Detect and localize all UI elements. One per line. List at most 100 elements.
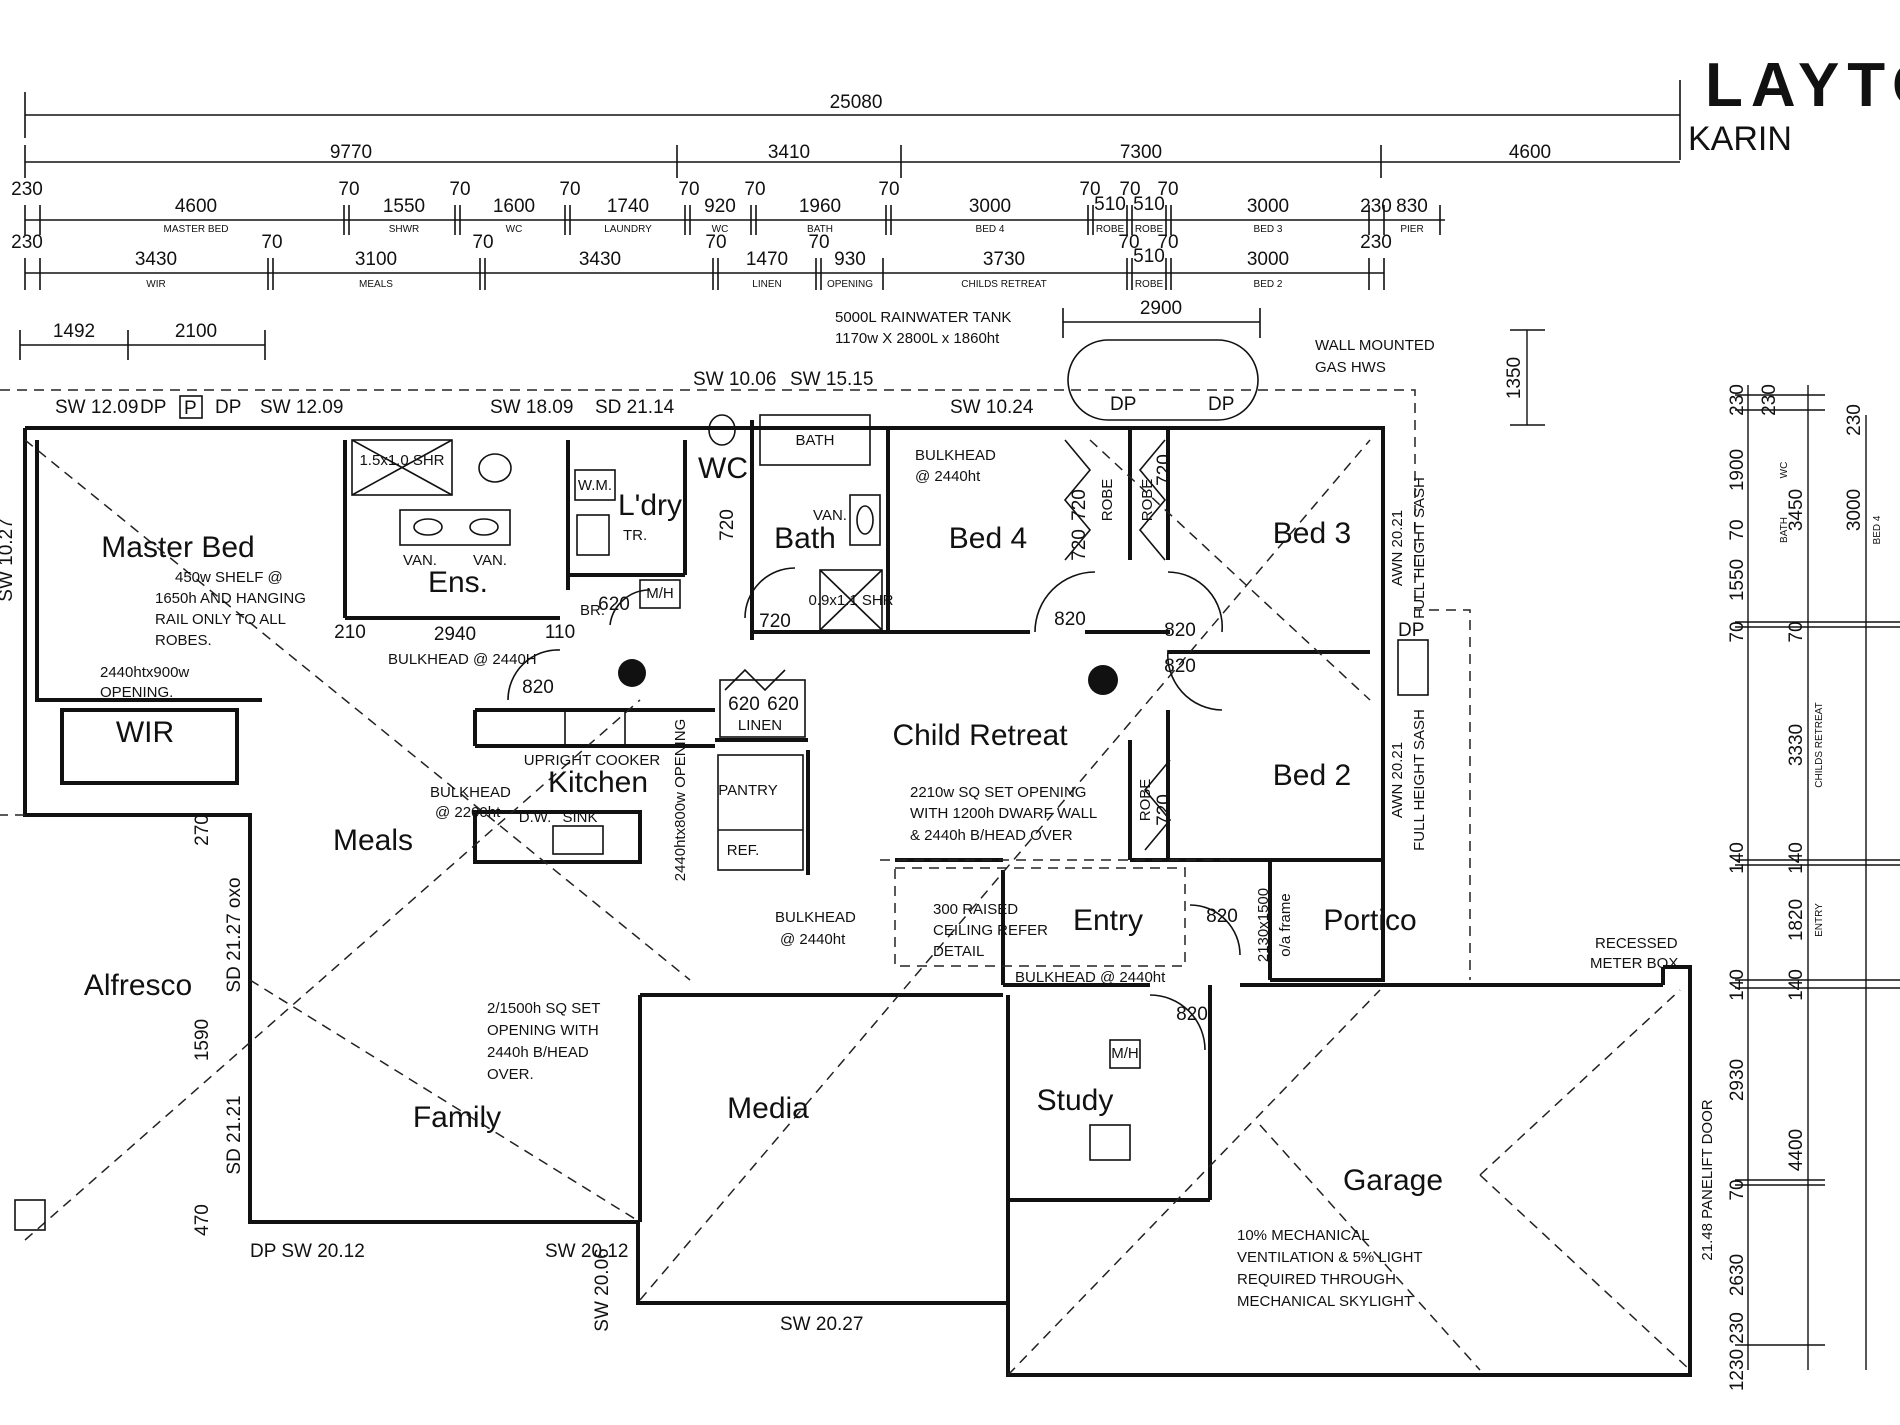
van-label-1: VAN. [403,552,437,569]
van-label-2: VAN. [473,552,507,569]
note-bulkhead-ens: BULKHEAD @ 2440H [388,651,537,668]
room-bed2: Bed 2 [1273,759,1351,792]
robe-label-3: ROBE [1137,779,1154,822]
room-bed3: Bed 3 [1273,517,1351,550]
room-meals: Meals [333,824,413,857]
dim-total: 25080 [830,92,883,113]
dim-2900: 2900 [1140,298,1182,319]
left-dimensions: 270 1590 470 [192,814,213,1236]
dim-row3-1: 3430 [135,249,177,270]
dim-row1-3: 4600 [1509,142,1551,163]
dim-right-sub-0: WC [1779,462,1790,479]
note-vent-0: 10% MECHANICAL [1237,1227,1370,1244]
dim-int-820b: 820 [1054,609,1086,630]
sink-label: SINK [562,809,597,826]
dim-row2-sub-7: ROBE [1096,224,1125,235]
subtitle: KARIN [1688,120,1792,158]
dim-row3-9: 930 [834,249,866,270]
tr-label: TR. [623,527,647,544]
dim-row2-sub-10: PIER [1400,224,1423,235]
dim-int-820d: 820 [1164,656,1196,677]
dim-row2-sub-3: LAUNDRY [604,224,652,235]
bath-label: BATH [796,432,835,449]
dim-row3-sub-2: LINEN [752,279,781,290]
dim-int-820f: 820 [1176,1004,1208,1025]
wc-toilet-icon [708,414,736,446]
dim-right-sub-2: BED 4 [1872,515,1883,544]
robe-label-1: ROBE [1099,479,1116,522]
dim-row2-15: 510 [1094,194,1126,215]
tag-sw2027: SW 20.27 [780,1314,863,1335]
room-wir: WIR [116,716,174,749]
note-bulkhead-garage: BULKHEAD @ 2440ht [1015,969,1166,986]
dim-right-4: 70 [1727,519,1748,540]
note-panelift: 21.48 PANELIFT DOOR [1699,1099,1716,1260]
room-kitchen: Kitchen [548,766,648,799]
dim-row3-8: 70 [808,232,829,253]
dim-row2-11: 1960 [799,196,841,217]
dim-row2-5: 1600 [493,196,535,217]
dim-left-1590: 1590 [192,1019,213,1061]
dim-right-11: 3330 [1786,724,1807,766]
dim-row2-sub-4: WC [712,224,729,235]
dim-right-12: 140 [1786,842,1807,874]
linen-cupboard [719,679,806,738]
dim-row2-sub-6: BED 4 [976,224,1005,235]
dim-row3-15: 230 [1360,232,1392,253]
dim-row1-1: 3410 [768,142,810,163]
tag-sd2121: SD 21.21 [224,1095,245,1174]
eaves-dashed [0,389,1691,1376]
notes: 450w SHELF @ 1650h AND HANGING RAIL ONLY… [100,309,1716,1310]
dim-row2-6: 70 [559,179,580,200]
room-alfresco: Alfresco [84,969,192,1002]
dim-row2-sub-1: SHWR [389,224,420,235]
dim-right-8: 3000 [1844,489,1865,531]
room-bath: Bath [774,522,836,555]
note-child-opening-0: 2210w SQ SET OPENING [910,784,1086,801]
dim-row2-12: 70 [878,179,899,200]
dim-row1-2: 7300 [1120,142,1162,163]
dim-right-9: 70 [1786,621,1807,642]
dim-int-820e: 820 [1206,906,1238,927]
dim-row1-0: 9770 [330,142,372,163]
dim-row2-sub-9: BED 3 [1254,224,1283,235]
tag-sd2127: SD 21.27 oxo [224,877,245,992]
dim-row2-16: 70 [1119,179,1140,200]
top-dimensions: 25080 9770 3410 7300 4600 230 4600 7 [11,80,1681,360]
tag-p: P [184,398,197,419]
note-tank-1: 1170w X 2800L x 1860ht [835,330,1000,347]
tag-dp-sw2012: DP SW 20.12 [250,1241,365,1262]
dim-int-820c: 820 [1164,620,1196,641]
dim-row3-12: 510 [1133,246,1165,267]
dim-right-19: 70 [1727,1179,1748,1200]
right-dimensions: 1350 230 230 1900 70 1550 70 3450 3000 7… [1504,329,1900,1391]
dim-right-1350: 1350 [1504,357,1525,399]
dim-2940: 2940 [434,624,476,645]
dim-row2-21: 830 [1396,196,1428,217]
dim-row2-3: 1550 [383,196,425,217]
dim-row3-sub-6: BED 2 [1254,279,1283,290]
note-frame-1: o/a frame [1277,893,1294,956]
tag-dp4: DP [1208,394,1234,415]
note-tank-0: 5000L RAINWATER TANK [835,309,1011,326]
wall-south [23,428,1692,1377]
dim-row2-10: 70 [744,179,765,200]
rainwater-tank [1067,339,1259,421]
dim-int-620c: 620 [767,694,799,715]
tag-dp5: DP [1398,620,1424,641]
laundry-tub [576,514,610,556]
room-entry: Entry [1073,904,1143,937]
note-raised-1: CEILING REFER [933,922,1048,939]
dim-right-22: 1230 [1727,1349,1748,1391]
br-label: BR. [580,602,605,619]
dim-int-720f: 720 [1154,794,1175,826]
dim-row2-17: 510 [1133,194,1165,215]
dim-right-18: 4400 [1786,1129,1807,1171]
dim-int-820a: 820 [522,677,554,698]
dim-row2-0: 230 [11,179,43,200]
room-garage: Garage [1343,1164,1443,1197]
dim-int-620a: 620 [598,594,630,615]
dim-row3-sub-3: OPENING [827,279,873,290]
dim-row2-sub-8: ROBE [1135,224,1164,235]
